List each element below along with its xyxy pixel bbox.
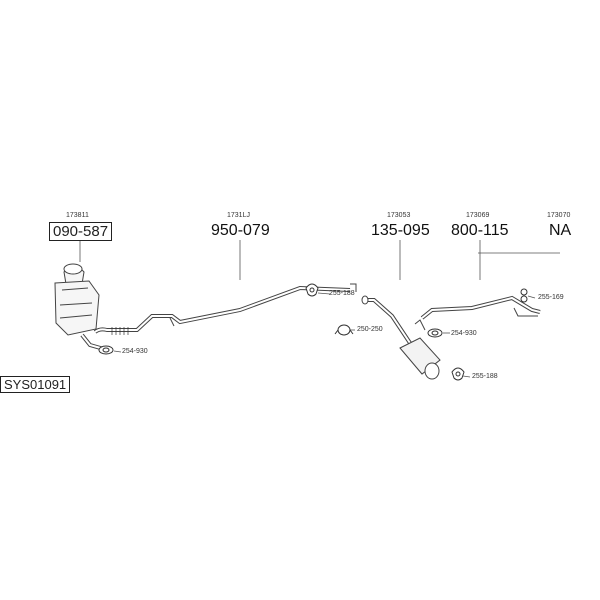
ref-label: 173070: [547, 212, 571, 219]
fitting-label: 255-169: [538, 294, 564, 301]
fitting-label: 255-188: [472, 373, 498, 380]
part-number: 135-095: [371, 222, 430, 239]
system-code: SYS01091: [0, 376, 71, 393]
ref-label: 173053: [387, 212, 411, 219]
fitting-label: 250-250: [357, 326, 383, 333]
ring-clamp-icon: [334, 324, 354, 336]
part-number: 950-079: [211, 222, 270, 239]
part-number: NA: [549, 222, 572, 239]
part-number: 800-115: [451, 222, 509, 239]
rear-pipe: [420, 295, 541, 320]
gasket-icon: [98, 345, 114, 355]
middle-silencer: [361, 295, 441, 380]
catalytic-converter: [54, 263, 105, 351]
ref-label: 173069: [466, 212, 490, 219]
fitting-label: 254-930: [451, 330, 477, 337]
rubber-mount-icon: [520, 288, 528, 303]
clamp-icon: [451, 367, 465, 381]
fitting-label: 254-930: [122, 348, 148, 355]
gasket-icon: [427, 328, 443, 338]
ref-label: 173811: [66, 212, 89, 219]
part-number: 090-587: [49, 222, 113, 241]
ref-label: 1731LJ: [227, 212, 250, 219]
fitting-label: 255-188: [329, 290, 355, 297]
clamp-icon: [305, 283, 319, 297]
front-pipe: [93, 283, 357, 335]
